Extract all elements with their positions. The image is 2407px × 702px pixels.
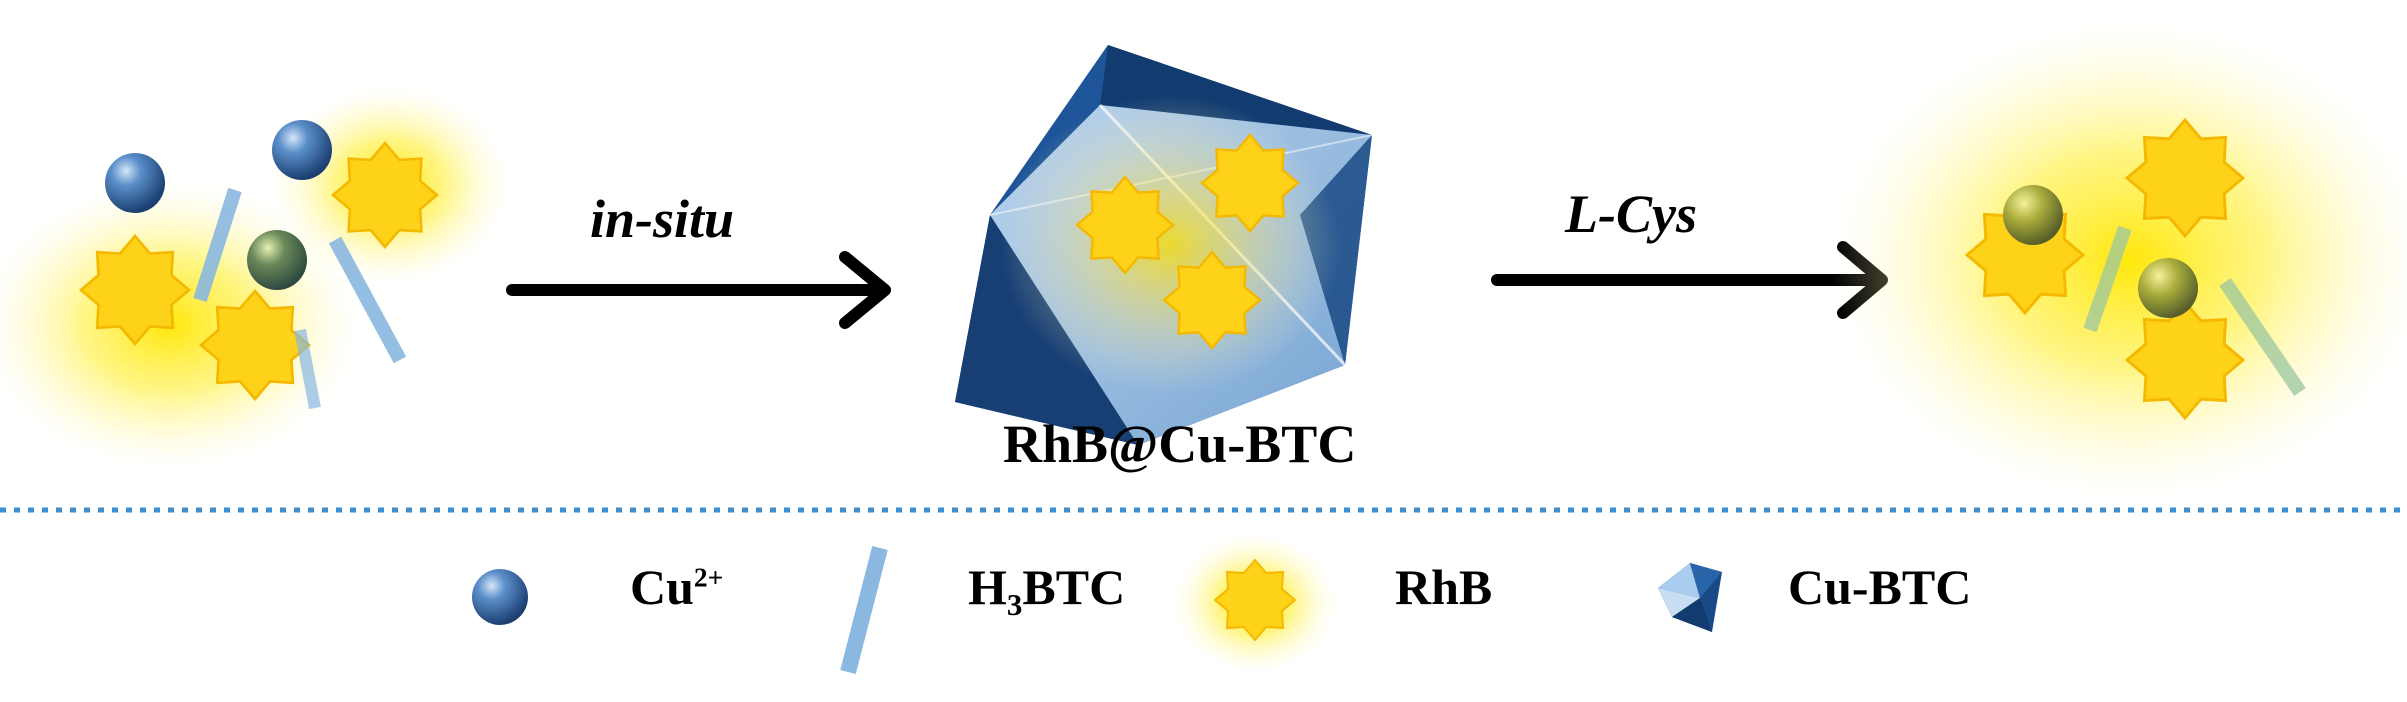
cu-ion-icon <box>247 230 307 290</box>
h3btc-linker-icon <box>2219 278 2306 396</box>
h3btc-linker-icon <box>193 187 242 303</box>
step-label-lcys: L-Cys <box>1565 184 1697 244</box>
legend-label-cubtc: Cu-BTC <box>1788 559 1972 615</box>
legend-cubtc-icon <box>1658 563 1722 632</box>
legend-label-cu: Cu2+ <box>630 559 724 615</box>
rhb-cubtc-crystal <box>955 45 1373 445</box>
cu-ion-icon <box>2003 185 2063 245</box>
cu-ion-icon <box>2138 258 2198 318</box>
rhb-molecule-icon <box>1162 250 1262 350</box>
cu-ion-icon <box>272 120 332 180</box>
arrow-insitu <box>506 251 891 329</box>
legend-cu-ion-icon <box>472 569 528 625</box>
rhb-glow <box>1000 95 1340 395</box>
precursor-mixture <box>0 85 510 470</box>
h3btc-linker-icon <box>328 236 407 364</box>
released-mixture <box>1830 20 2407 500</box>
legend <box>472 533 1722 674</box>
step-label-insitu: in-situ <box>590 189 735 249</box>
arrow-lcys <box>1491 241 1888 319</box>
product-label: RhB@Cu-BTC <box>1003 414 1357 474</box>
rhb-molecule-icon <box>199 289 311 401</box>
mof-left-face <box>990 45 1108 215</box>
rhb-molecule-icon <box>331 141 439 249</box>
rhb-molecule-icon <box>2125 118 2245 238</box>
rhb-molecule-icon <box>1075 175 1175 275</box>
rhb-molecule-icon <box>2125 300 2245 420</box>
rhb-molecule-icon <box>1200 133 1300 233</box>
legend-label-h3btc: H3BTC <box>968 559 1126 622</box>
legend-h3btc-linker-icon <box>840 546 888 674</box>
h3btc-linker-icon <box>294 328 321 410</box>
legend-label-rhb: RhB <box>1395 559 1493 615</box>
rhb-molecule-icon <box>79 234 191 346</box>
legend-rhb-icon <box>1173 533 1337 673</box>
cu-ion-icon <box>105 153 165 213</box>
h3btc-linker-icon <box>2083 225 2132 333</box>
